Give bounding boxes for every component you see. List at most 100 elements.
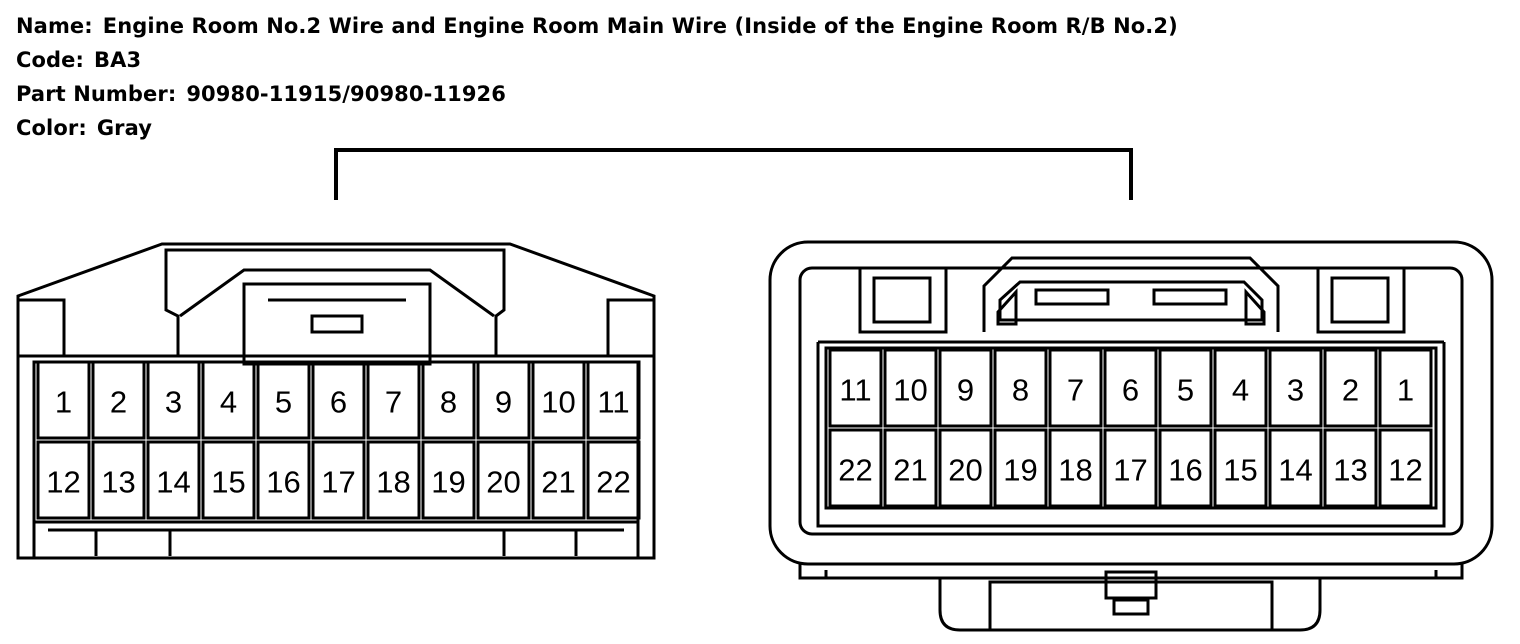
left-cavity-21 — [531, 440, 586, 520]
left-pin-label-20: 20 — [486, 465, 520, 500]
left-cavity-22 — [586, 440, 641, 520]
code-value: BA3 — [94, 48, 142, 72]
left-pin-label-15: 15 — [211, 465, 245, 500]
left-pin-label-11: 11 — [597, 385, 629, 420]
right-lock-ear-left — [996, 288, 1018, 326]
left-cavity-1 — [36, 360, 91, 440]
right-cavity-11 — [828, 348, 883, 428]
right-cavity-16 — [1158, 428, 1213, 508]
left-cavity-4 — [201, 360, 256, 440]
left-pin-label-10: 10 — [541, 385, 575, 420]
left-pin-label-9: 9 — [495, 385, 512, 420]
left-pin-label-3: 3 — [165, 385, 182, 420]
left-cavity-8 — [421, 360, 476, 440]
left-cavity-17 — [311, 440, 366, 520]
code-label: Code: — [16, 48, 85, 72]
right-pin-label-2: 2 — [1342, 373, 1359, 408]
mating-bracket — [334, 148, 1133, 200]
right-window-left — [872, 276, 932, 324]
left-pin-label-22: 22 — [596, 465, 630, 500]
right-cavity-10 — [883, 348, 938, 428]
left-cavity-15 — [201, 440, 256, 520]
connector-info: Name: Engine Room No.2 Wire and Engine Ro… — [16, 9, 1178, 145]
right-pin-label-11: 11 — [839, 373, 871, 408]
left-cavity-13 — [91, 440, 146, 520]
name-value: Engine Room No.2 Wire and Engine Room Ma… — [102, 14, 1178, 38]
part-number-value: 90980-11915/90980-11926 — [186, 82, 506, 106]
left-housing-outline — [16, 242, 656, 560]
part-number-row: Part Number: 90980-11915/90980-11926 — [16, 77, 1178, 111]
right-bottom-tab-inner — [988, 580, 1274, 630]
right-pin-label-3: 3 — [1287, 373, 1304, 408]
right-cavity-18 — [1048, 428, 1103, 508]
left-pin-label-13: 13 — [101, 465, 135, 500]
left-pin-label-1: 1 — [55, 385, 72, 420]
right-pin-label-9: 9 — [957, 373, 974, 408]
left-pin-label-12: 12 — [46, 465, 80, 500]
right-housing-outline — [768, 240, 1494, 566]
left-latch — [179, 268, 495, 318]
left-cavity-20 — [476, 440, 531, 520]
right-terminal-frame — [824, 346, 1438, 510]
right-lock-inner — [998, 280, 1264, 322]
right-tab-key-lower — [1112, 598, 1150, 616]
right-lock-arm — [982, 256, 1280, 332]
left-pin-label-2: 2 — [110, 385, 127, 420]
right-tab-key — [1104, 570, 1158, 600]
left-ledge-left — [18, 298, 66, 356]
right-bottom-tab — [938, 578, 1322, 632]
left-latch-tab — [310, 314, 364, 334]
left-cavity-16 — [256, 440, 311, 520]
right-cavity-21 — [883, 428, 938, 508]
right-bottom-foot — [798, 564, 1464, 580]
part-number-label: Part Number: — [16, 82, 177, 106]
right-pin-label-1: 1 — [1397, 373, 1414, 408]
left-cavity-6 — [311, 360, 366, 440]
right-pin-label-7: 7 — [1067, 373, 1084, 408]
right-cavity-9 — [938, 348, 993, 428]
color-label: Color: — [16, 116, 87, 140]
right-cavity-22 — [828, 428, 883, 508]
left-pin-label-18: 18 — [376, 465, 410, 500]
right-pin-label-14: 14 — [1278, 453, 1312, 488]
left-pin-label-21: 21 — [541, 465, 575, 500]
right-pin-label-21: 21 — [893, 453, 927, 488]
left-cavity-9 — [476, 360, 531, 440]
right-cavity-14 — [1268, 428, 1323, 508]
right-cavity-3 — [1268, 348, 1323, 428]
right-lock-ear-right — [1244, 288, 1266, 326]
right-pin-label-15: 15 — [1223, 453, 1257, 488]
left-cavity-7 — [366, 360, 421, 440]
left-cavity-18 — [366, 440, 421, 520]
left-pin-label-16: 16 — [266, 465, 300, 500]
left-cavity-5 — [256, 360, 311, 440]
left-pin-label-4: 4 — [220, 385, 237, 420]
color-row: Color:Gray — [16, 111, 1178, 145]
right-pin-label-6: 6 — [1122, 373, 1139, 408]
left-cavity-11 — [586, 360, 641, 440]
left-cavity-19 — [421, 440, 476, 520]
left-cavity-10 — [531, 360, 586, 440]
name-label: Name: — [16, 14, 93, 38]
right-cavity-13 — [1323, 428, 1378, 508]
right-pin-label-10: 10 — [893, 373, 927, 408]
right-pin-label-12: 12 — [1388, 453, 1422, 488]
left-pin-label-14: 14 — [156, 465, 190, 500]
right-cavity-20 — [938, 428, 993, 508]
right-housing-inner — [798, 266, 1464, 536]
right-pin-label-8: 8 — [1012, 373, 1029, 408]
right-cavity-8 — [993, 348, 1048, 428]
left-pin-label-8: 8 — [440, 385, 457, 420]
left-cavity-14 — [146, 440, 201, 520]
right-cavity-7 — [1048, 348, 1103, 428]
right-pin-label-17: 17 — [1113, 453, 1147, 488]
right-pin-label-22: 22 — [838, 453, 872, 488]
right-cavity-17 — [1103, 428, 1158, 508]
right-pin-label-5: 5 — [1177, 373, 1194, 408]
left-connector — [16, 242, 656, 560]
left-cavity-2 — [91, 360, 146, 440]
right-cavity-12 — [1378, 428, 1433, 508]
